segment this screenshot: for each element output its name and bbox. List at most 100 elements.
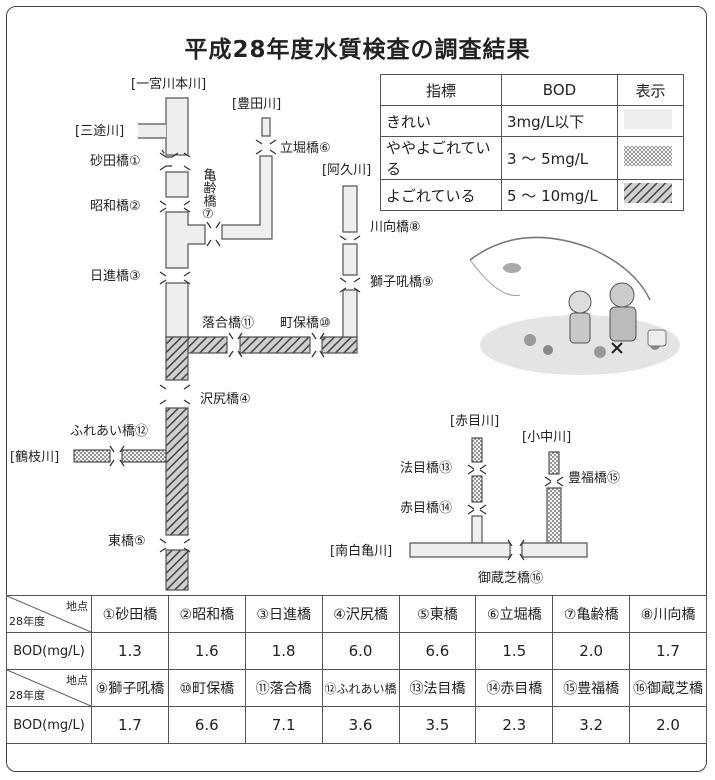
label-river-konaka: [小中川] xyxy=(522,430,571,445)
legend-bod: 5 ～ 10mg/L xyxy=(501,179,618,211)
label-point-4: 沢尻橋④ xyxy=(200,392,251,407)
table-cell: 3.6 xyxy=(321,706,400,744)
legend-bod: 3 ～ 5mg/L xyxy=(501,136,618,180)
river-akyu-clean xyxy=(342,185,358,338)
legend-swatch-polluted xyxy=(617,179,684,211)
river-konaka xyxy=(546,451,562,544)
label-point-11: 落合橋⑪ xyxy=(202,316,254,331)
table-header-cell: ⑮豊福橋 xyxy=(552,669,631,707)
river-akyu-lower-polluted xyxy=(187,336,358,354)
table-cell: 1.7 xyxy=(629,632,707,670)
legend-header-bod: BOD xyxy=(501,74,618,106)
table-row: BOD(mg/L) 1.3 1.6 1.8 6.0 6.6 1.5 2.0 1.… xyxy=(6,632,707,670)
page-title: 平成28年度水質検査の調査結果 xyxy=(184,37,531,63)
table-header-cell: ⑩町保橋 xyxy=(167,669,246,707)
table-row: BOD(mg/L) 1.7 6.6 7.1 3.6 3.5 2.3 3.2 2.… xyxy=(6,706,707,744)
label-river-sanzu: [三途川] xyxy=(75,123,124,139)
outer-frame xyxy=(6,6,707,772)
river-toyoda-clean xyxy=(221,117,273,240)
label-point-7: 亀齢橋⑦ xyxy=(201,168,217,222)
river-map: [一宮川本川] [三途川] [豊田川] [阿久川] [鶴枝川] [赤目川] [小… xyxy=(10,76,680,591)
label-river-ichinomiya: [一宮川本川] xyxy=(131,76,206,92)
label-point-6: 立堀橋⑥ xyxy=(280,141,331,156)
legend-row: きれい 3mg/L以下 xyxy=(380,105,684,137)
table-header-row-2: 地点 28年度 ⑨獅子吼橋 ⑩町保橋 ⑪落合橋 ⑫ふれあい橋 ⑬法目橋 ⑭赤目橋… xyxy=(6,669,707,707)
legend-bod: 3mg/L以下 xyxy=(501,105,618,137)
bridge-marker-7 xyxy=(206,221,221,247)
legend-swatch-moderate xyxy=(617,136,684,180)
label-river-minami-shirakame: [南白亀川] xyxy=(330,543,392,559)
table-corner-cell: 地点 28年度 xyxy=(6,669,92,707)
legend-table: 指標 BOD 表示 きれい 3mg/L以下 ややよごれている 3 ～ 5mg/L… xyxy=(380,74,684,211)
fishing-children-illustration xyxy=(469,236,680,375)
table-header-cell: ①砂田橋 xyxy=(91,595,169,633)
table-header-cell: ⑧川向橋 xyxy=(629,595,707,633)
bridge-marker-5 xyxy=(159,538,191,553)
table-cell: 3.2 xyxy=(552,706,631,744)
table-cell: 1.5 xyxy=(475,632,554,670)
legend-label: よごれている xyxy=(380,179,502,211)
table-header-cell: ⑨獅子吼橋 xyxy=(91,669,169,707)
table-cell: 2.3 xyxy=(475,706,554,744)
legend-label: きれい xyxy=(380,105,502,137)
bridge-marker-13 xyxy=(467,464,487,475)
bridge-marker-12 xyxy=(109,445,125,467)
legend-header-indicator: 指標 xyxy=(380,74,502,106)
table-cell: 1.3 xyxy=(91,632,169,670)
table-header-cell: ④沢尻橋 xyxy=(321,595,400,633)
table-cell: 6.0 xyxy=(321,632,400,670)
label-point-10: 町保橋⑩ xyxy=(280,316,331,331)
legend-header-display: 表示 xyxy=(617,74,684,106)
river-ichinomiya-clean xyxy=(138,97,206,338)
corner-label-point: 地点 xyxy=(66,674,88,687)
river-tsurueda xyxy=(73,449,167,463)
river-minami-shirakame xyxy=(409,542,588,558)
river-akame xyxy=(471,437,483,544)
river-ichinomiya-polluted xyxy=(165,336,189,591)
bridge-marker-6 xyxy=(255,139,277,155)
bridge-marker-2 xyxy=(159,200,191,213)
table-cell: 6.6 xyxy=(167,706,246,744)
bridge-marker-15 xyxy=(544,476,564,487)
table-cell: 7.1 xyxy=(244,706,323,744)
label-point-8: 川向橋⑧ xyxy=(370,219,421,235)
table-header-cell: ⑫ふれあい橋 xyxy=(321,669,400,707)
table-cell: 1.8 xyxy=(244,632,323,670)
table-header-cell: ⑪落合橋 xyxy=(244,669,323,707)
label-point-15: 豊福橋⑮ xyxy=(568,471,620,486)
label-point-16: 御蔵芝橋⑯ xyxy=(478,570,543,586)
label-point-13: 法目橋⑬ xyxy=(400,461,452,476)
bridge-marker-11 xyxy=(228,332,243,358)
label-point-2: 昭和橋② xyxy=(90,199,141,214)
label-point-12: ふれあい橋⑫ xyxy=(70,424,148,439)
table-header-cell: ⑥立堀橋 xyxy=(475,595,554,633)
corner-label-year: 28年度 xyxy=(9,689,45,702)
bridge-markers xyxy=(109,139,564,561)
bridge-marker-9 xyxy=(339,277,361,293)
bridge-marker-10 xyxy=(311,332,325,358)
corner-label-year: 28年度 xyxy=(9,615,45,628)
table-cell: 3.5 xyxy=(398,706,477,744)
label-point-5: 東橋⑤ xyxy=(108,533,146,549)
bod-results-table: 地点 28年度 ①砂田橋 ②昭和橋 ③日進橋 ④沢尻橋 ⑤東橋 ⑥立堀橋 ⑦亀齢… xyxy=(6,595,707,744)
table-header-cell: ⑯御蔵芝橋 xyxy=(629,669,707,707)
label-point-14: 赤目橋⑭ xyxy=(400,501,452,516)
table-header-cell: ⑦亀齢橋 xyxy=(552,595,631,633)
table-cell: 2.0 xyxy=(552,632,631,670)
legend-label: ややよごれている xyxy=(380,136,502,180)
bridge-marker-14 xyxy=(467,504,487,515)
label-river-toyoda: [豊田川] xyxy=(232,97,281,112)
corner-label-point: 地点 xyxy=(66,600,88,613)
bridge-marker-1b xyxy=(159,165,191,171)
table-corner-cell: 地点 28年度 xyxy=(6,595,92,633)
label-point-3: 日進橋③ xyxy=(90,269,141,284)
bridge-marker-4 xyxy=(159,384,191,405)
table-cell: 1.6 xyxy=(167,632,246,670)
table-cell: 6.6 xyxy=(398,632,477,670)
bridge-marker-8 xyxy=(339,235,361,241)
table-header-cell: ⑤東橋 xyxy=(398,595,477,633)
table-cell: 2.0 xyxy=(629,706,707,744)
table-header-cell: ⑬法目橋 xyxy=(398,669,477,707)
label-point-1: 砂田橋① xyxy=(90,154,141,169)
table-header-cell: ③日進橋 xyxy=(244,595,323,633)
